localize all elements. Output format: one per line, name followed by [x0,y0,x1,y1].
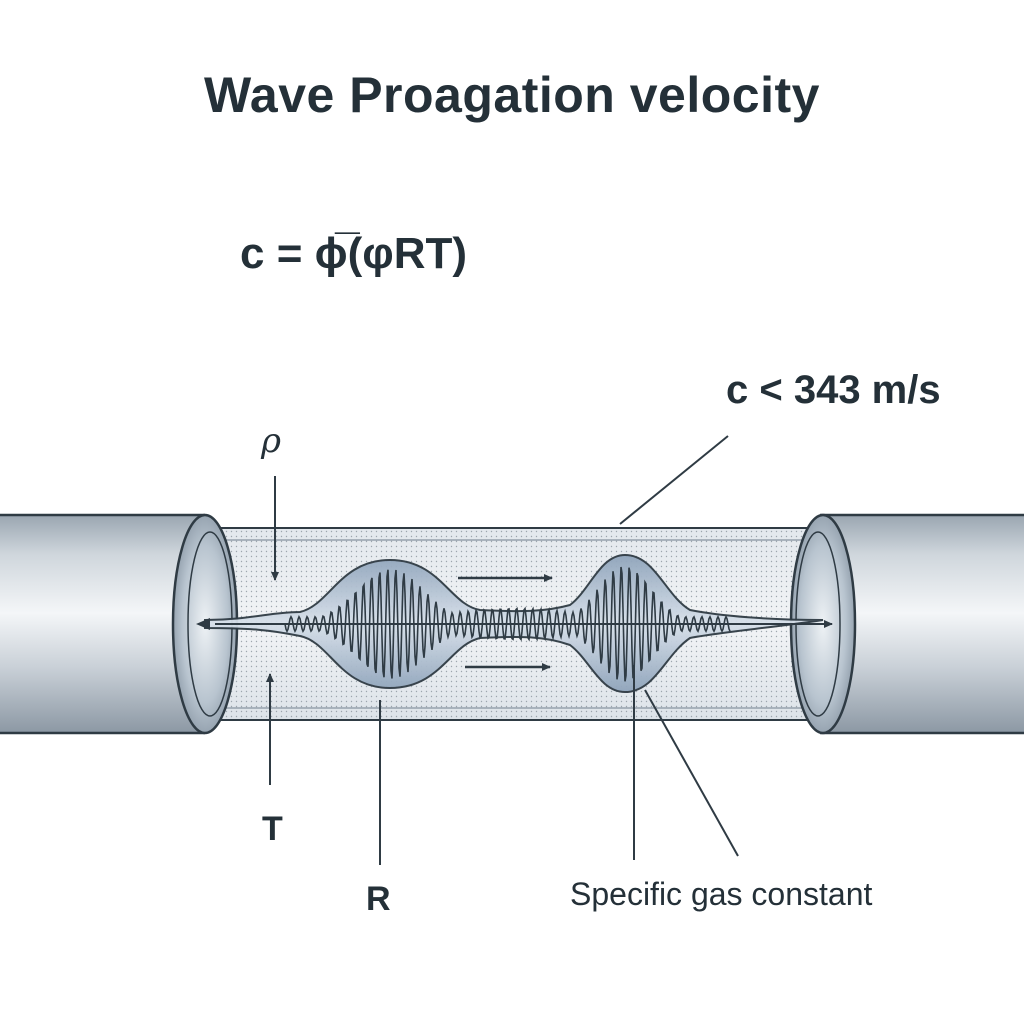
wave-oscillation [284,566,731,682]
left-pipe-section [0,513,205,735]
gas-constant-symbol-label: R [366,880,391,918]
velocity-formula: c = ϕ̅(φRT) [240,229,468,278]
rho-label: ρ [261,421,281,461]
gas-constant-name-label: Specific gas constant [570,876,873,912]
diagram-title: Wave Proagation velocity [204,67,820,123]
speed-leader [619,435,729,525]
oscillation-stroke [284,566,731,682]
speed-limit-label: c < 343 m/s [726,368,941,412]
temperature-label: T [262,810,283,848]
gas-name-leader-diagonal [644,689,739,857]
right-pipe-section [820,513,1024,735]
pipe-axis-left-arrowhead [196,618,210,630]
